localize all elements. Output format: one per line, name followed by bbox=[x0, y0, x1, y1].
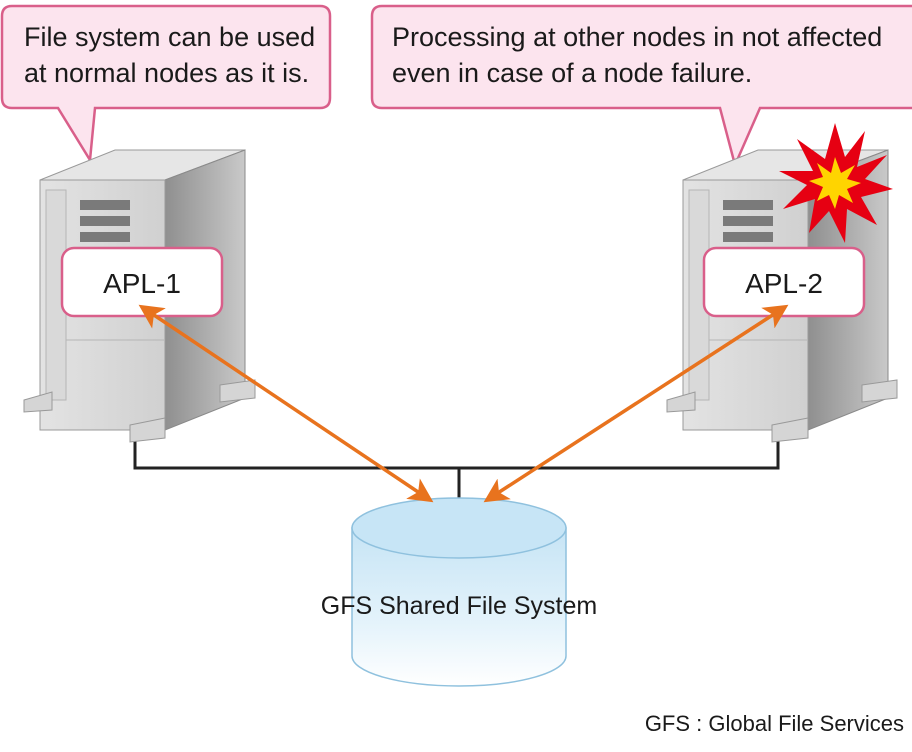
shared-disk-cylinder: GFS Shared File System bbox=[321, 497, 597, 687]
failure-burst-icon bbox=[779, 123, 893, 243]
arrow-apl2-to-disk bbox=[483, 304, 789, 503]
callout-right-line1: Processing at other nodes in not affecte… bbox=[392, 22, 882, 52]
callout-left-line1: File system can be used bbox=[24, 22, 315, 52]
callout-left-line2: at normal nodes as it is. bbox=[24, 58, 309, 88]
footnote: GFS : Global File Services bbox=[645, 711, 904, 736]
network-connector bbox=[133, 420, 780, 510]
shared-disk-label: GFS Shared File System bbox=[321, 592, 597, 620]
apl-2-label: APL-2 bbox=[745, 268, 823, 299]
arrow-apl1-to-disk bbox=[138, 304, 434, 503]
callout-left: File system can be used at normal nodes … bbox=[0, 4, 332, 164]
callout-right: Processing at other nodes in not affecte… bbox=[370, 4, 912, 169]
callout-right-line2: even in case of a node failure. bbox=[392, 58, 752, 88]
apl-1-box: APL-1 bbox=[60, 246, 224, 318]
apl-1-label: APL-1 bbox=[103, 268, 181, 299]
